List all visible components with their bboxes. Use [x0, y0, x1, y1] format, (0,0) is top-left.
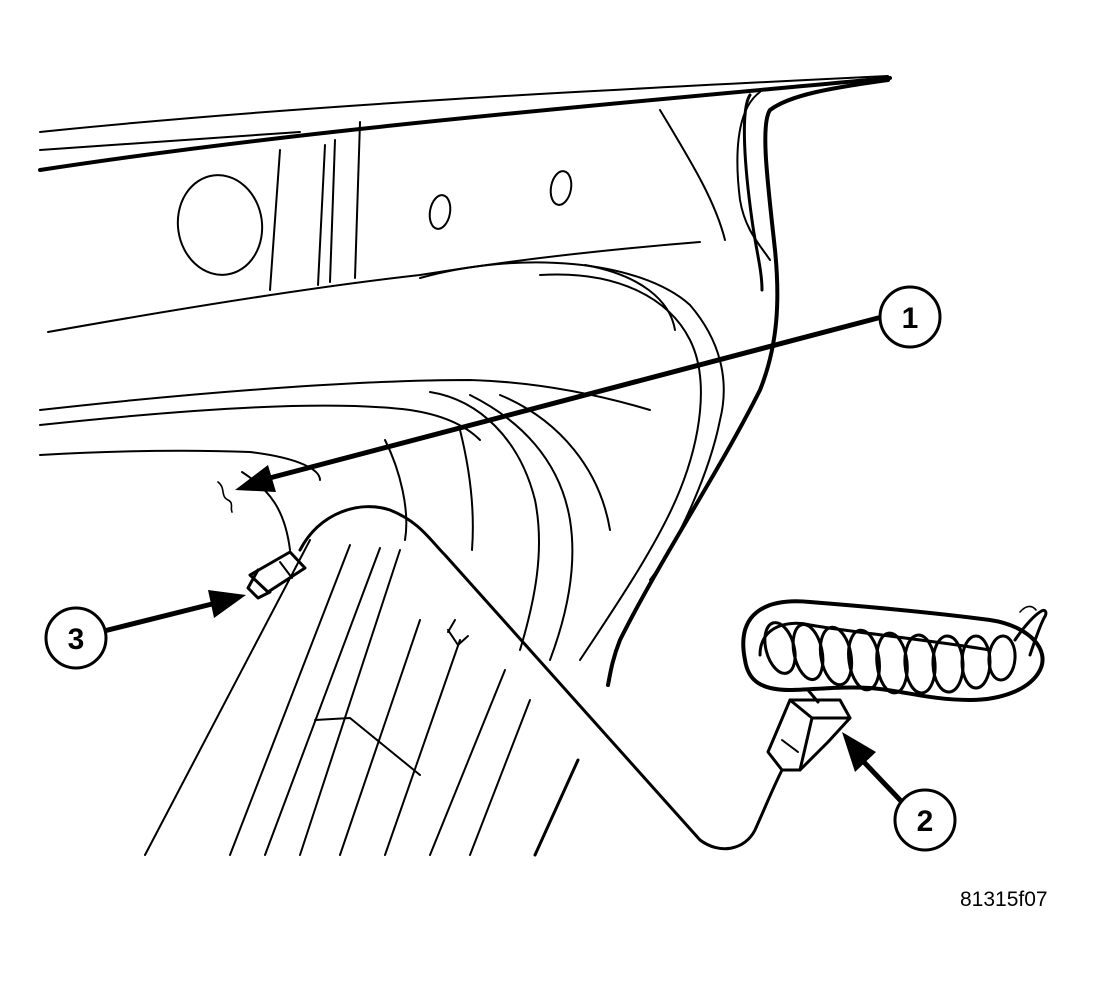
upper-body-panel: [38, 75, 892, 333]
arrowhead-2: [842, 732, 876, 772]
connector-3: [246, 550, 307, 600]
coiled-harness: [741, 599, 1048, 772]
wire-end: [217, 481, 233, 513]
callout-2: 2: [893, 788, 957, 852]
callout-2-number: 2: [917, 805, 934, 838]
leader-line-2: [842, 732, 903, 803]
callout-3: 3: [44, 606, 108, 670]
wheelhouse-contours: [39, 261, 725, 661]
figure-id: 81315f07: [960, 888, 1048, 911]
arrowhead-1: [235, 465, 276, 492]
leader-line-1: [235, 315, 881, 492]
pillar-wiring: [606, 78, 890, 687]
lower-trim-panels: [144, 539, 580, 857]
callout-3-number: 3: [68, 623, 85, 656]
routed-wire: [241, 471, 784, 851]
callout-1: 1: [878, 285, 942, 349]
arrowhead-3: [208, 590, 246, 618]
callout-1-number: 1: [902, 302, 919, 335]
leader-line-3: [97, 590, 246, 635]
